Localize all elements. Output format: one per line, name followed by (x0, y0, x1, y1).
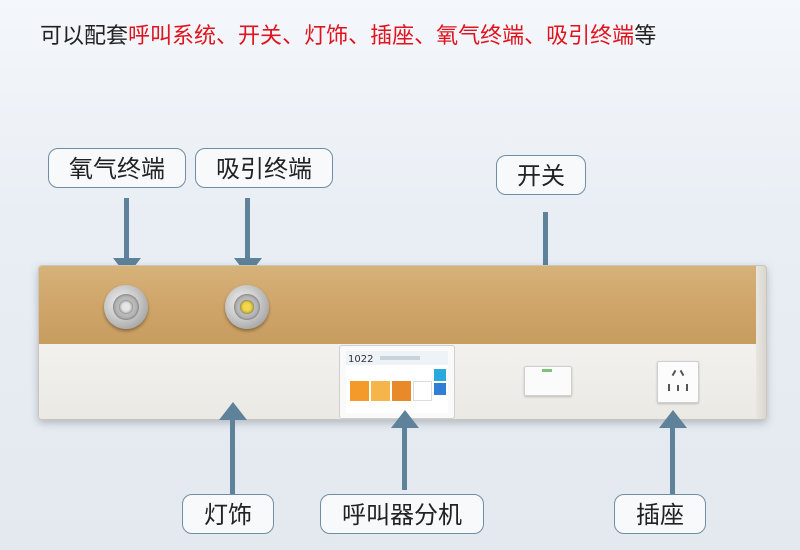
headline-suffix: 等 (634, 24, 657, 49)
headline-item-oxygen: 氧气终端 (436, 24, 525, 49)
headline-item-suction: 吸引终端 (546, 24, 635, 49)
label-switch: 开关 (496, 155, 586, 195)
light-switch (524, 366, 572, 396)
headline-item-lighting: 灯饰 (304, 24, 349, 49)
device-tile (350, 381, 369, 401)
arrow-socket (658, 410, 688, 495)
power-socket (657, 361, 699, 403)
arrow-lighting (218, 402, 248, 497)
oxygen-outlet (104, 285, 148, 329)
bed-head-panel (38, 265, 767, 420)
headline-item-call-system: 呼叫系统 (128, 24, 217, 49)
device-cyan-button (434, 369, 446, 381)
headline: 可以配套呼叫系统、开关、灯饰、插座、氧气终端、吸引终端等 (40, 24, 657, 49)
call-extension-device: 1022 (339, 345, 455, 419)
label-socket: 插座 (614, 494, 706, 534)
device-tile (392, 381, 411, 401)
headline-item-switch: 开关 (238, 24, 283, 49)
arrow-call-extension (390, 410, 420, 490)
device-room-number: 1022 (348, 354, 374, 365)
device-blue-button (434, 383, 446, 395)
label-oxygen-terminal: 氧气终端 (48, 148, 186, 188)
label-suction-terminal: 吸引终端 (195, 148, 333, 188)
label-lighting: 灯饰 (182, 494, 274, 534)
panel-wood-strip (39, 266, 766, 344)
headline-item-socket: 插座 (370, 24, 415, 49)
label-call-extension: 呼叫器分机 (320, 494, 484, 534)
device-tile (371, 381, 390, 401)
panel-end-cap (756, 266, 766, 419)
headline-prefix: 可以配套 (40, 24, 129, 49)
device-tile (413, 381, 432, 401)
suction-outlet (225, 285, 269, 329)
device-screen: 1022 (346, 351, 448, 413)
